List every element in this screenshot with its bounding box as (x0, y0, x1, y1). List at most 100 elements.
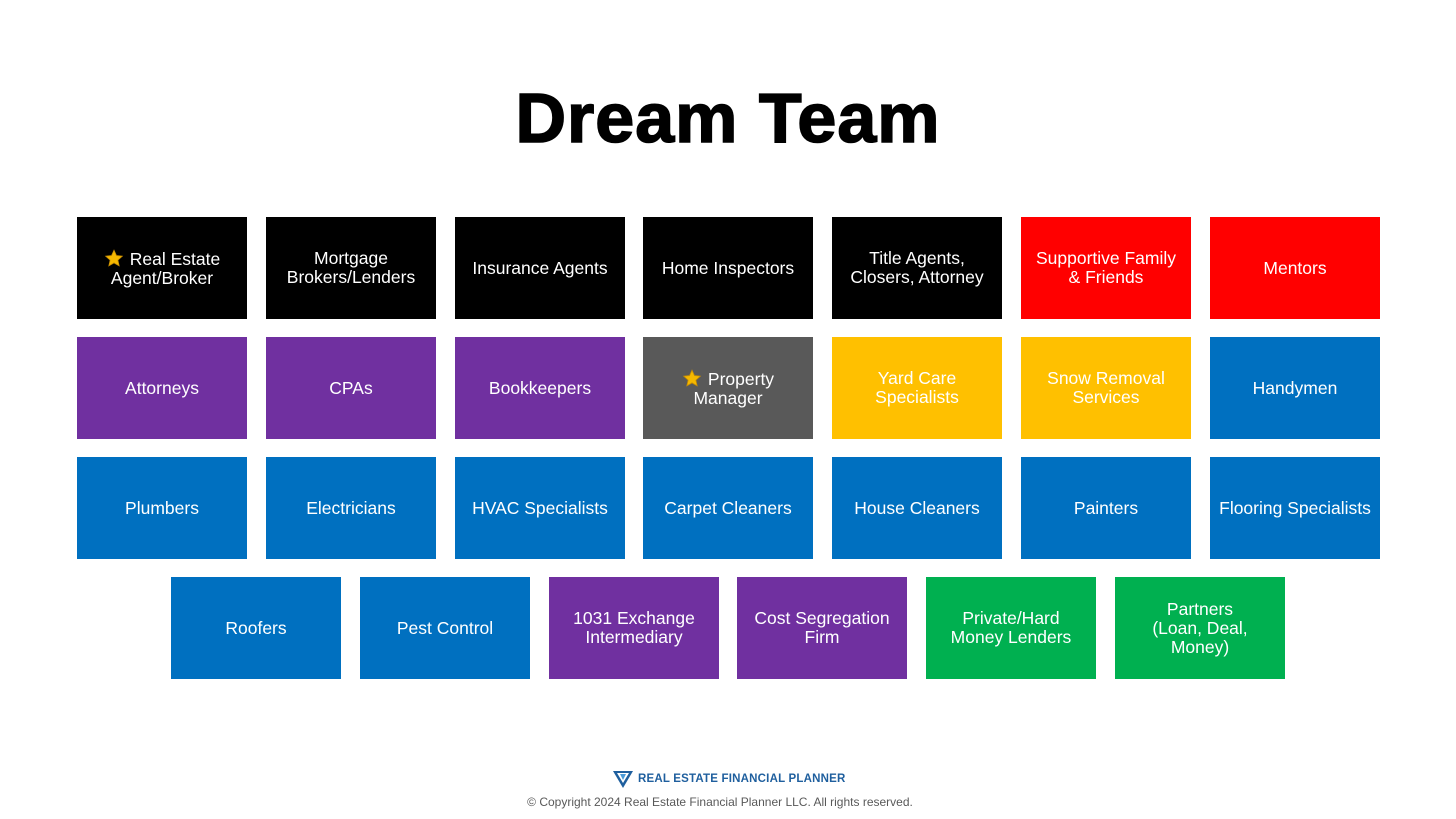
tile-label: Attorneys (125, 377, 199, 398)
tile-label-line: Bookkeepers (488, 377, 592, 398)
tile-label-text: Property (707, 368, 775, 389)
footer-logo: REAL ESTATE FINANCIAL PLANNER (612, 769, 845, 789)
tile-label-line: Pest Control (396, 617, 494, 638)
team-member-tile: Roofers (171, 577, 341, 679)
team-member-tile: Bookkeepers (455, 337, 625, 439)
team-member-tile: Partners(Loan, Deal,Money) (1115, 577, 1285, 679)
tile-label: Electricians (306, 497, 396, 518)
tile-label-line: Carpet Cleaners (664, 497, 792, 518)
tile-label-line: Private/Hard (962, 608, 1060, 628)
team-member-tile: Title Agents,Closers, Attorney (832, 217, 1002, 319)
tile-label-line: Mentors (1263, 257, 1327, 278)
tile-label: Insurance Agents (472, 257, 608, 278)
team-member-tile: Flooring Specialists (1210, 457, 1380, 559)
team-member-tile: HVAC Specialists (455, 457, 625, 559)
tile-label: Handymen (1252, 377, 1338, 398)
tile-label: Painters (1073, 497, 1139, 518)
tile-label: Mentors (1263, 257, 1327, 278)
tile-label-line: & Friends (1068, 267, 1144, 287)
tile-label-line: Yard Care (877, 368, 957, 388)
tile-label-line: Attorneys (125, 377, 199, 398)
star-icon (682, 368, 702, 387)
team-member-tile: Painters (1021, 457, 1191, 559)
tile-label-line: Plumbers (125, 497, 199, 518)
tile-label: Plumbers (125, 497, 199, 518)
tile-label-line: Cost Segregation (754, 608, 890, 628)
v-chevron-logo-icon (613, 771, 633, 788)
tile-label-line: Real Estate (104, 248, 221, 269)
tile-label-line: 1031 Exchange (573, 608, 695, 628)
team-member-tile: Electricians (266, 457, 436, 559)
team-member-tile: Mentors (1210, 217, 1380, 319)
tile-label-line: Insurance Agents (472, 257, 608, 278)
team-member-tile: Carpet Cleaners (643, 457, 813, 559)
tile-label-line: Money) (1170, 636, 1230, 657)
tile-label-line: CPAs (329, 377, 373, 398)
tile-label-line: Agent/Broker (110, 267, 214, 288)
tile-row: Plumbers Electricians HVAC Specialists Carp… (77, 457, 1380, 559)
tile-label-line: Services (1072, 387, 1140, 407)
tile-label-line: Partners (1166, 598, 1234, 619)
star-icon (104, 248, 124, 267)
team-member-tile: Attorneys (77, 337, 247, 439)
tile-label-line: Manager (693, 387, 763, 408)
tile-label-line: Closers, Attorney (850, 267, 984, 287)
tile-label-line: Electricians (306, 497, 396, 518)
tile-label-line: (Loan, Deal, (1152, 617, 1248, 638)
tile-label-line: Home Inspectors (661, 257, 795, 278)
team-member-tile: Plumbers (77, 457, 247, 559)
tile-label-line: Flooring Specialists (1219, 497, 1371, 518)
tile-label-line: Supportive Family (1035, 248, 1177, 268)
team-member-tile: House Cleaners (832, 457, 1002, 559)
tile-label-line: Mortgage (314, 248, 388, 268)
copyright-notice: © Copyright 2024 Real Estate Financial P… (527, 795, 913, 809)
tile-label-text: Real Estate (129, 248, 221, 269)
tile-label: CPAs (329, 377, 373, 398)
tile-label: HVAC Specialists (472, 497, 608, 518)
tile-label-line: Title Agents, (869, 248, 965, 268)
tile-label-line: Brokers/Lenders (286, 267, 416, 287)
tile-label: Title Agents,Closers, Attorney (850, 249, 983, 287)
page-title: Dream Team (515, 78, 941, 158)
tile-label: House Cleaners (854, 497, 980, 518)
brand-name: REAL ESTATE FINANCIAL PLANNER (638, 773, 846, 785)
team-member-tile: Home Inspectors (643, 217, 813, 319)
tile-label: Carpet Cleaners (664, 497, 792, 518)
team-member-tile: Supportive Family& Friends (1021, 217, 1191, 319)
tile-label-line: House Cleaners (854, 497, 980, 518)
tile-label: Home Inspectors (661, 257, 795, 278)
team-member-tile: CPAs (266, 337, 436, 439)
tile-label-line: Firm (804, 627, 840, 647)
tile-label-line: Painters (1073, 497, 1139, 518)
tile-label-line: Property (682, 368, 775, 389)
tile-label: Partners(Loan, Deal,Money) (1152, 598, 1248, 657)
team-member-tile: Handymen (1210, 337, 1380, 439)
tile-label-line: Snow Removal (1047, 368, 1165, 388)
tile-label-line: Money Lenders (950, 627, 1072, 647)
tile-label: Supportive Family& Friends (1036, 249, 1176, 287)
tile-label-line: Specialists (875, 387, 959, 407)
tile-label-line: HVAC Specialists (472, 497, 608, 518)
tile-label: Flooring Specialists (1219, 497, 1371, 518)
tile-label-line: Handymen (1252, 377, 1338, 398)
team-member-tile: Pest Control (360, 577, 530, 679)
tile-label: Roofers (225, 618, 286, 638)
